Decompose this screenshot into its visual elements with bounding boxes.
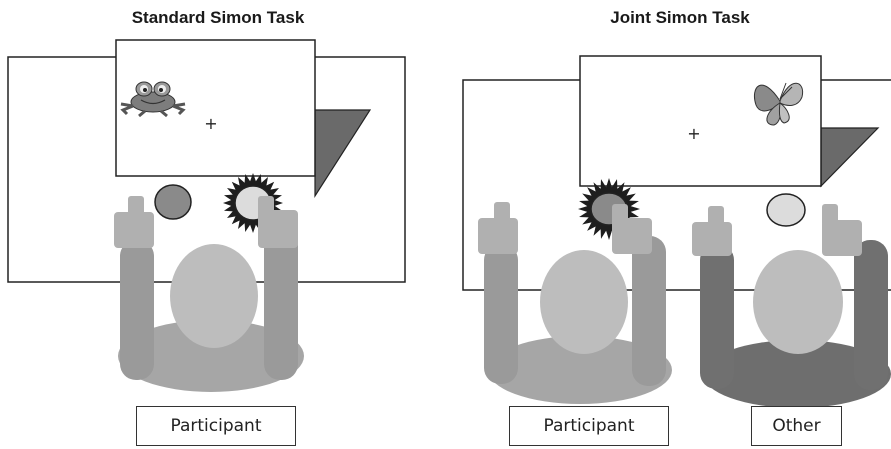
joint-task-title: Joint Simon Task [610, 8, 750, 27]
participant-left-arm [484, 244, 518, 384]
other-head [753, 250, 843, 354]
participant-label: Participant [136, 406, 296, 446]
participant-left-hand [114, 196, 154, 248]
standard-task-title: Standard Simon Task [131, 8, 305, 27]
participant-head [170, 244, 258, 348]
participant-right-arm [264, 230, 298, 380]
other-figure [692, 204, 891, 408]
participant-right-hand [258, 196, 298, 248]
participant-label: Participant [509, 406, 669, 446]
right-response-key [766, 193, 806, 227]
participant-left-arm [120, 240, 154, 380]
participant-figure [114, 196, 304, 392]
other-right-hand [822, 204, 862, 256]
computer-screen [579, 55, 822, 187]
computer-screen [115, 39, 316, 177]
standard-panel: + [7, 39, 406, 392]
participant-right-hand [612, 204, 652, 254]
other-label: Other [751, 406, 842, 446]
other-shoulders [703, 340, 891, 408]
participant-shoulders [118, 320, 304, 392]
fixation-cross: + [204, 114, 217, 133]
joint-panel: + [462, 55, 891, 408]
participant-left-hand [478, 202, 518, 254]
other-right-arm [854, 240, 888, 390]
participant-head [540, 250, 628, 354]
participant-shoulders [488, 336, 672, 404]
participant-figure [478, 202, 672, 404]
other-left-hand [692, 206, 732, 256]
other-left-arm [700, 244, 734, 389]
left-response-key [154, 184, 192, 220]
participant-right-arm [632, 236, 666, 386]
fixation-cross: + [687, 124, 700, 143]
butterfly-icon [754, 82, 804, 126]
frog-icon [120, 81, 186, 118]
